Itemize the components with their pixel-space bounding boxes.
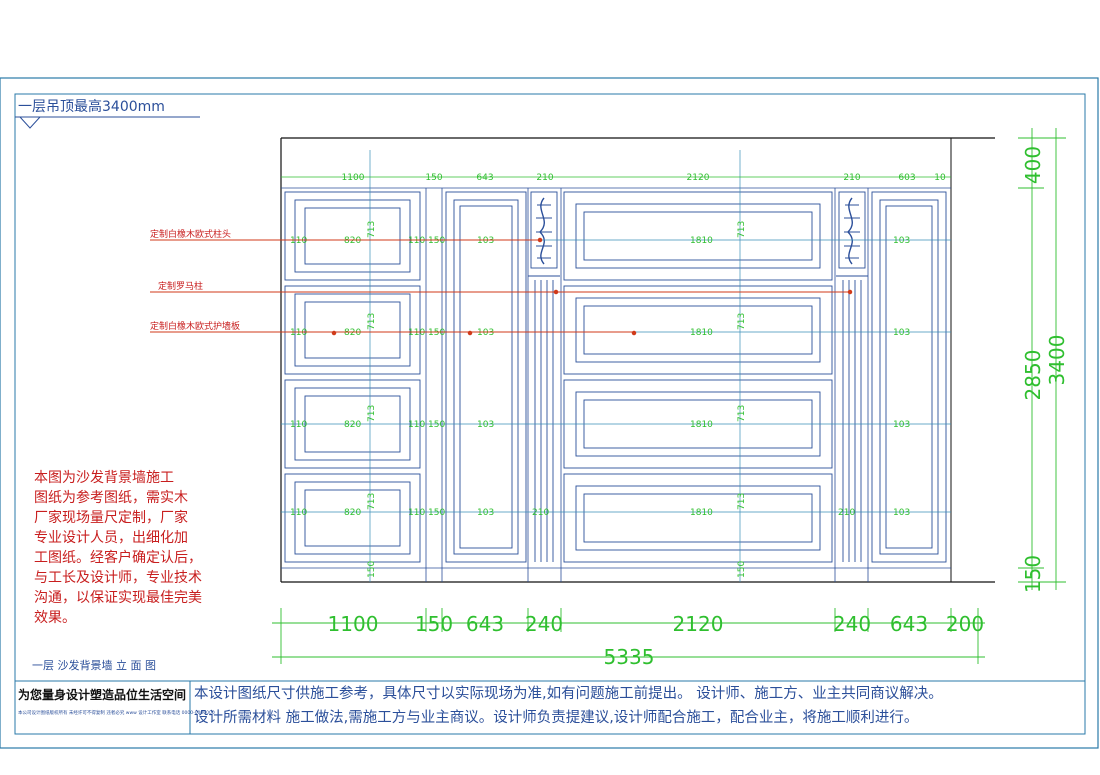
row2-height-center: 713 — [737, 313, 747, 330]
ceiling-height-label: 一层吊顶最高3400mm — [15, 98, 200, 129]
row2-edge-right: 110 — [408, 328, 425, 338]
total-width-dim: 5335 — [604, 645, 655, 669]
right-dimension-labels: 400 2850 3400 150 — [1021, 146, 1069, 593]
footer: 为您量身设计塑造品位生活空间 本公司设计图纸版权所有 未经许可不得复制 违者必究… — [18, 685, 943, 726]
row3-height-center: 713 — [737, 405, 747, 422]
row2-left-width: 820 — [344, 328, 361, 338]
row1-height-center: 713 — [737, 221, 747, 238]
row4-gap: 150 — [428, 508, 445, 518]
row1-edge-left: 110 — [290, 236, 307, 246]
row3-narrow-width-right: 103 — [893, 420, 910, 430]
footer-notice-line-1: 本设计图纸尺寸供施工参考，具体尺寸以实际现场为准,如有问题施工前提出。 设计师、… — [194, 685, 943, 702]
callout-wainscot: 定制白橡木欧式护墙板 — [150, 320, 240, 332]
row2-narrow-width-right: 103 — [893, 328, 910, 338]
row4-height-center: 713 — [737, 493, 747, 510]
row3-height: 713 — [367, 405, 377, 422]
bottom-strip-height-center: 150 — [737, 561, 747, 578]
row1-left-width: 820 — [344, 236, 361, 246]
row2-center-width: 1810 — [690, 328, 713, 338]
top-dim-7: 603 — [898, 173, 915, 183]
partition-lines — [425, 188, 869, 582]
bottom-dim-4: 240 — [525, 612, 563, 636]
row1-height: 713 — [367, 221, 377, 238]
row4-height: 713 — [367, 493, 377, 510]
top-dim-1: 1100 — [342, 173, 365, 183]
row4-left-width: 820 — [344, 508, 361, 518]
top-dim-6: 210 — [843, 173, 860, 183]
note-line-8: 效果。 — [34, 610, 76, 626]
top-dim-3: 643 — [476, 173, 493, 183]
construction-note: 本图为沙发背景墙施工 图纸为参考图纸，需实木 厂家现场量尺定制，厂家 专业设计人… — [34, 470, 202, 626]
row4-narrow-width: 103 — [477, 508, 494, 518]
row3-narrow-width: 103 — [477, 420, 494, 430]
row4-center-width: 1810 — [690, 508, 713, 518]
center-panel-column — [563, 191, 833, 563]
row4-col-left: 210 — [532, 508, 549, 518]
title-frame — [0, 77, 1099, 749]
left-roman-column — [528, 191, 560, 562]
callout-roman-column: 定制罗马柱 — [158, 280, 203, 292]
right-roman-column — [836, 191, 868, 562]
footer-slogan-sub: 本公司设计图纸版权所有 未经许可不得复制 违者必究 www 设计工作室 联系电话… — [18, 709, 215, 716]
top-dimension-labels: 1100 150 643 210 2120 210 603 10 — [342, 173, 946, 183]
right-dim-mid: 2850 — [1021, 350, 1045, 401]
top-dim-2: 150 — [425, 173, 442, 183]
bottom-dimension-labels: 1100 150 643 240 2120 240 643 200 5335 — [328, 612, 985, 669]
row1-edge-right: 110 — [408, 236, 425, 246]
row3-edge-left: 110 — [290, 420, 307, 430]
wall-outline — [280, 137, 995, 583]
row4-narrow-width-right: 103 — [893, 508, 910, 518]
bottom-dim-5: 2120 — [673, 612, 724, 636]
row1-gap: 150 — [428, 236, 445, 246]
note-line-3: 厂家现场量尺定制，厂家 — [34, 509, 188, 526]
left-narrow-panel — [445, 191, 527, 563]
right-dim-top: 400 — [1021, 146, 1045, 184]
note-line-6: 与工长及设计师，专业技术 — [34, 570, 202, 586]
row4-edge-right: 110 — [408, 508, 425, 518]
left-panel-column — [284, 191, 421, 563]
note-line-7: 沟通，以保证实现最佳完美 — [34, 590, 202, 606]
bottom-dim-2: 150 — [415, 612, 453, 636]
row2-height: 713 — [367, 313, 377, 330]
bottom-dim-7: 643 — [890, 612, 928, 636]
row3-gap: 150 — [428, 420, 445, 430]
row3-left-width: 820 — [344, 420, 361, 430]
note-line-5: 工图纸。经客户确定认后， — [34, 549, 202, 566]
row2-narrow-width: 103 — [477, 328, 494, 338]
footer-slogan: 为您量身设计塑造品位生活空间 — [18, 687, 186, 702]
callout-leaders — [150, 237, 853, 336]
footer-notice-line-2: 设计所需材料 施工做法,需施工方与业主商议。设计师负责提建议,设计师配合施工，配… — [194, 709, 918, 726]
row4-edge-left: 110 — [290, 508, 307, 518]
bottom-strip-height: 150 — [367, 561, 377, 578]
callout-capital: 定制白橡木欧式柱头 — [150, 228, 231, 240]
right-narrow-panel — [871, 191, 947, 563]
row1-narrow-width-right: 103 — [893, 236, 910, 246]
row3-center-width: 1810 — [690, 420, 713, 430]
bottom-dim-6: 240 — [833, 612, 871, 636]
row1-center-width: 1810 — [690, 236, 713, 246]
right-dim-bottom: 150 — [1021, 555, 1045, 593]
note-line-2: 图纸为参考图纸，需实木 — [34, 489, 188, 506]
view-title: 一层 沙发背景墙 立 面 图 — [32, 658, 156, 672]
note-line-4: 专业设计人员，出细化加 — [34, 530, 188, 546]
top-dim-4: 210 — [536, 173, 553, 183]
top-dim-5: 2120 — [687, 173, 710, 183]
right-dim-total: 3400 — [1045, 335, 1069, 386]
row2-edge-left: 110 — [290, 328, 307, 338]
callout-labels: 定制白橡木欧式柱头 定制罗马柱 定制白橡木欧式护墙板 — [150, 228, 240, 332]
right-dimension-chain — [1018, 128, 1066, 590]
panel-row-dimensions: 110 820 110 150 103 1810 103 110 820 110… — [290, 221, 910, 578]
bottom-dim-3: 643 — [466, 612, 504, 636]
bottom-dim-8: 200 — [946, 612, 984, 636]
top-dim-8: 10 — [934, 173, 946, 183]
row3-edge-right: 110 — [408, 420, 425, 430]
row4-col-right: 210 — [838, 508, 855, 518]
header-label-text: 一层吊顶最高3400mm — [18, 98, 165, 115]
row1-narrow-width: 103 — [477, 236, 494, 246]
row2-gap: 150 — [428, 328, 445, 338]
note-line-1: 本图为沙发背景墙施工 — [34, 470, 174, 486]
bottom-dimension-chain — [272, 608, 985, 664]
bottom-dim-1: 1100 — [328, 612, 379, 636]
